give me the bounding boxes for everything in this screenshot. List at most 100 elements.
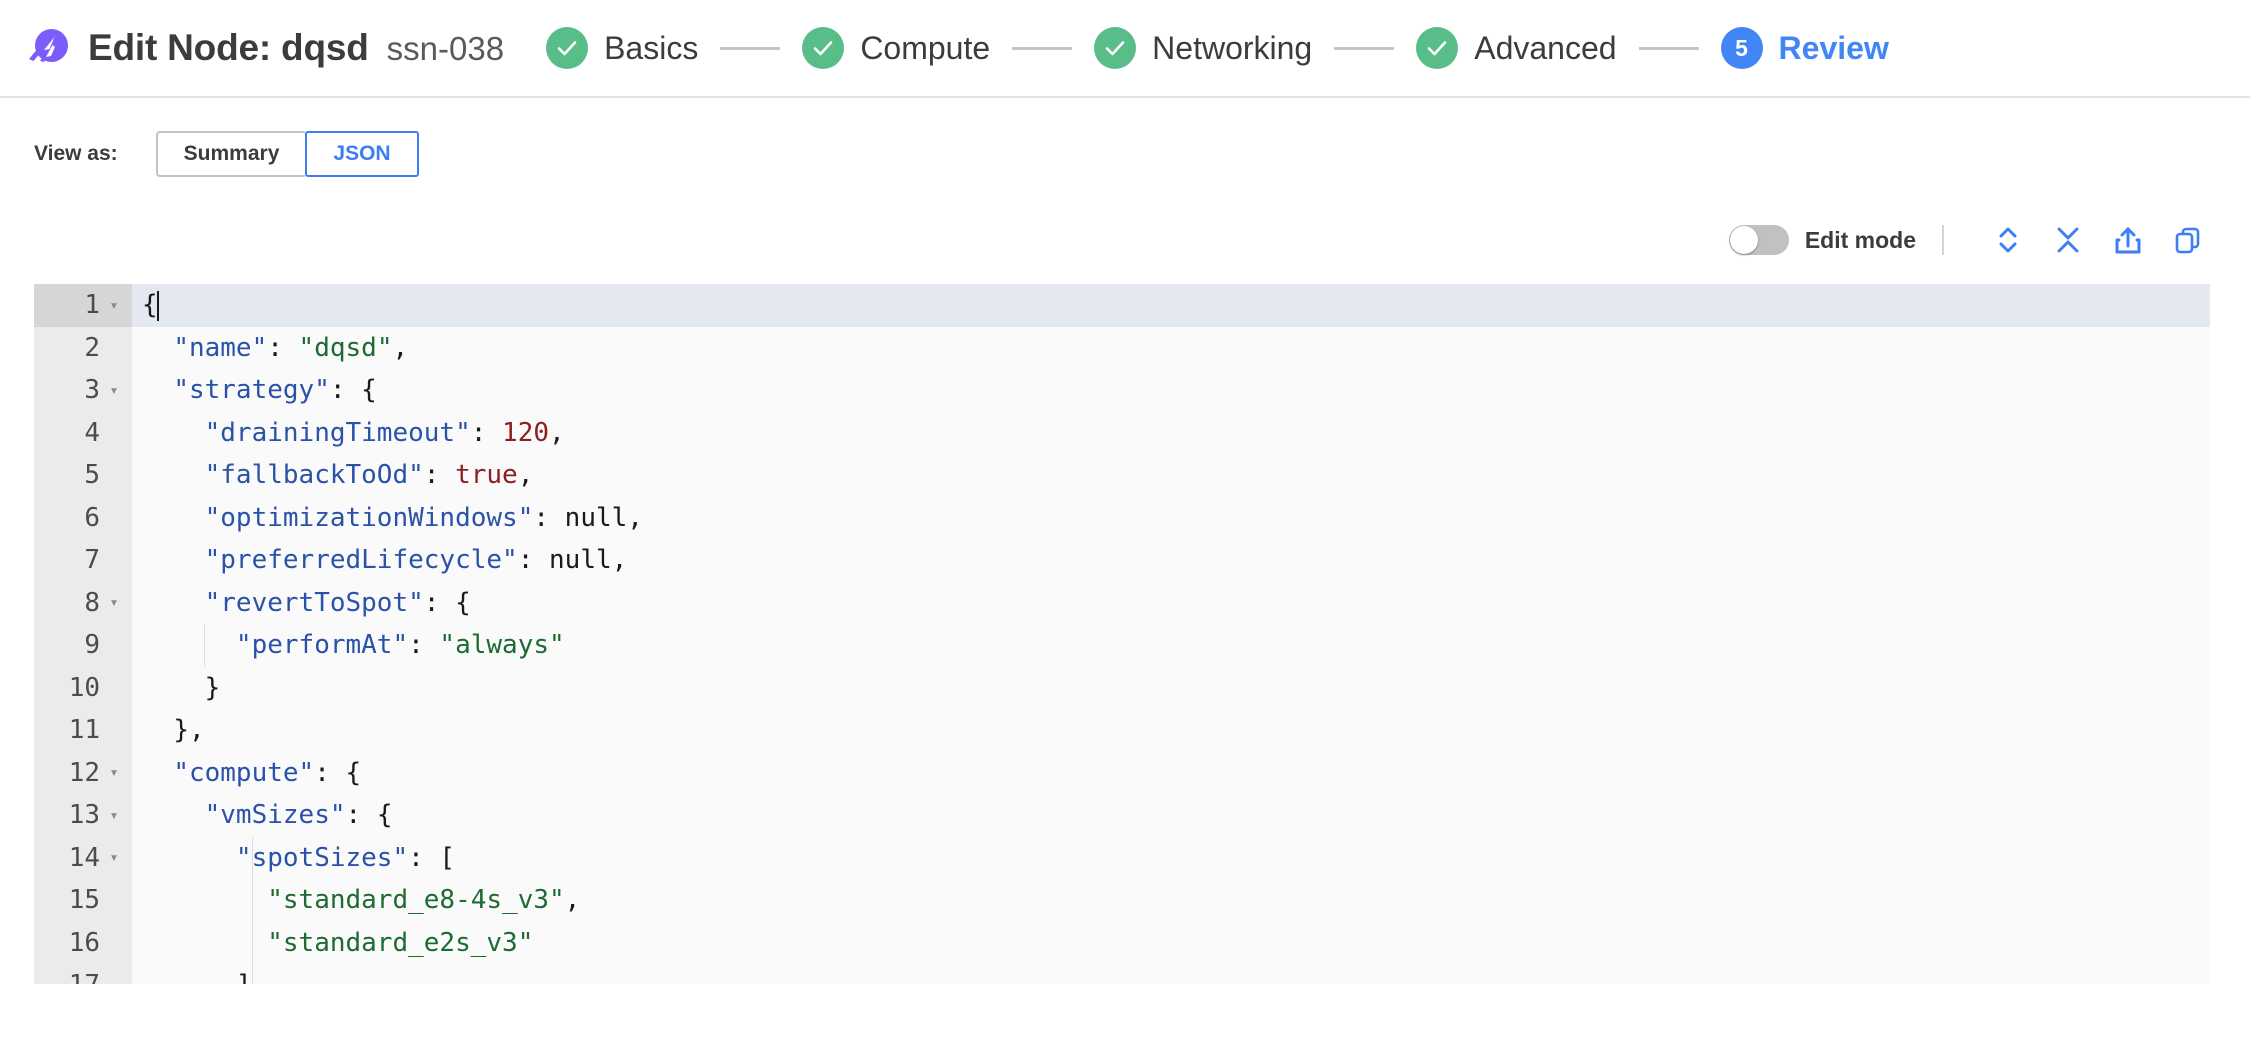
token-key: "revertToSpot" (204, 587, 424, 618)
token-punc: : (470, 417, 503, 448)
indent (142, 843, 236, 873)
line-number: 5 (84, 460, 100, 491)
fold-arrow-icon[interactable]: ▾ (109, 593, 119, 612)
view-as-row: View as: Summary JSON (0, 98, 2250, 177)
json-code-editor[interactable]: 1▾{2▾ "name": "dqsd",3▾ "strategy": {4▾ … (34, 284, 2210, 984)
token-key: "strategy" (173, 375, 330, 406)
token-str: "standard_e8-4s_v3" (267, 885, 565, 916)
fold-arrow-icon[interactable]: ▾ (109, 295, 119, 314)
code-text[interactable]: "standard_e2s_v3" (132, 922, 2210, 965)
token-punc: , (392, 332, 409, 363)
token-punc: : [ (408, 842, 456, 873)
wizard-stepper: Basics Compute Networking Advanced (546, 27, 2250, 69)
line-number-gutter: 7▾ (34, 539, 132, 582)
code-text[interactable]: "vmSizes": { (132, 794, 2210, 837)
stepper-connector (1638, 46, 1699, 50)
token-punc: { (142, 290, 158, 321)
code-line[interactable]: 3▾ "strategy": { (34, 369, 2210, 412)
code-line[interactable]: 16▾ "standard_e2s_v3" (34, 921, 2210, 965)
token-punc: : { (329, 375, 377, 406)
text-cursor (156, 291, 159, 322)
code-line[interactable]: 15▾ "standard_e8-4s_v3", (34, 879, 2210, 922)
view-as-option-json[interactable]: JSON (305, 131, 419, 177)
code-line[interactable]: 10▾ } (34, 666, 2210, 710)
code-text[interactable]: "fallbackToOd": true, (132, 454, 2210, 497)
line-number-gutter: 2▾ (34, 326, 132, 369)
fold-arrow-icon[interactable]: ▾ (109, 805, 119, 824)
toggle-knob (1729, 226, 1758, 254)
step-number: 5 (1735, 34, 1748, 61)
code-line[interactable]: 12▾ "compute": { (34, 751, 2210, 795)
indent (142, 758, 173, 788)
fold-arrow-icon[interactable]: ▾ (109, 380, 119, 399)
share-icon[interactable] (2106, 220, 2150, 260)
line-number-gutter: 6▾ (34, 496, 132, 539)
token-punc: : { (345, 800, 393, 831)
stepper-step-compute[interactable]: Compute (802, 27, 990, 69)
indent-guide (204, 624, 205, 667)
code-line[interactable]: 13▾ "vmSizes": { (34, 794, 2210, 837)
code-text[interactable]: "strategy": { (132, 369, 2210, 412)
token-null: null (549, 545, 612, 576)
stepper-step-networking[interactable]: Networking (1094, 27, 1312, 69)
indent (142, 715, 173, 745)
code-text[interactable]: "drainingTimeout": 120, (132, 412, 2210, 455)
view-as-segmented-control[interactable]: Summary JSON (155, 131, 419, 177)
code-line[interactable]: 6▾ "optimizationWindows": null, (34, 496, 2210, 540)
code-lines[interactable]: 1▾{2▾ "name": "dqsd",3▾ "strategy": {4▾ … (34, 284, 2210, 984)
copy-icon[interactable] (2166, 220, 2210, 260)
code-line[interactable]: 5▾ "fallbackToOd": true, (34, 454, 2210, 497)
view-as-option-summary[interactable]: Summary (155, 131, 306, 177)
line-number: 8 (84, 587, 100, 618)
token-punc: : { (423, 587, 471, 618)
stepper-step-review[interactable]: 5 Review (1720, 27, 1889, 69)
code-text[interactable]: "standard_e8-4s_v3", (132, 879, 2210, 922)
code-line[interactable]: 8 ▾ "revertToSpot": { (34, 581, 2210, 625)
code-text[interactable]: "performAt": "always" (132, 624, 2210, 667)
code-text[interactable]: }, (132, 709, 2210, 752)
line-number: 16 (68, 927, 100, 958)
collapse-all-icon[interactable] (2046, 220, 2090, 260)
token-punc: }, (173, 715, 205, 746)
token-null: null (564, 502, 628, 533)
code-line[interactable]: 7▾ "preferredLifecycle": null, (34, 539, 2210, 582)
code-text[interactable]: "preferredLifecycle": null, (132, 539, 2210, 582)
stepper-step-advanced[interactable]: Advanced (1416, 27, 1617, 69)
code-text[interactable]: "optimizationWindows": null, (132, 497, 2210, 540)
page-header: Edit Node: dqsd ssn-038 Basics Compute N… (0, 0, 2250, 98)
edit-mode-toggle[interactable] (1728, 225, 1789, 255)
token-bool: true (455, 460, 518, 491)
code-text[interactable]: "spotSizes": [ (132, 837, 2210, 880)
code-line[interactable]: 4▾ "drainingTimeout": 120, (34, 411, 2210, 455)
fold-arrow-icon[interactable]: ▾ (109, 848, 119, 867)
code-text[interactable]: "revertToSpot": { (132, 582, 2210, 625)
token-str: "dqsd" (298, 332, 393, 363)
step-check-icon (1094, 27, 1137, 69)
stepper-step-basics[interactable]: Basics (546, 27, 698, 69)
fold-arrow-icon[interactable]: ▾ (109, 763, 119, 782)
indent (142, 800, 205, 830)
code-line[interactable]: 1▾{ (34, 284, 2210, 327)
indent (142, 970, 236, 984)
view-as-label: View as: (34, 142, 118, 165)
code-text[interactable]: { (132, 284, 2210, 327)
code-line[interactable]: 17▾ ], (34, 964, 2210, 984)
code-line[interactable]: 11▾ }, (34, 709, 2210, 752)
token-key: "optimizationWindows" (204, 502, 534, 533)
indent (142, 673, 205, 703)
code-text[interactable]: ], (132, 964, 2210, 984)
indent (142, 460, 205, 490)
code-text[interactable]: "name": "dqsd", (132, 327, 2210, 370)
code-line[interactable]: 9▾ "performAt": "always" (34, 624, 2210, 667)
line-number-gutter: 4▾ (34, 411, 132, 454)
stepper-connector (720, 46, 781, 50)
line-number-gutter: 10▾ (34, 666, 132, 709)
indent (142, 545, 205, 575)
expand-all-icon[interactable] (1986, 220, 2030, 260)
code-line[interactable]: 2▾ "name": "dqsd", (34, 326, 2210, 370)
code-text[interactable]: } (132, 667, 2210, 710)
code-line[interactable]: 14▾ "spotSizes": [ (34, 836, 2210, 880)
indent (142, 333, 173, 363)
code-text[interactable]: "compute": { (132, 752, 2210, 795)
step-number-badge: 5 (1720, 27, 1763, 69)
